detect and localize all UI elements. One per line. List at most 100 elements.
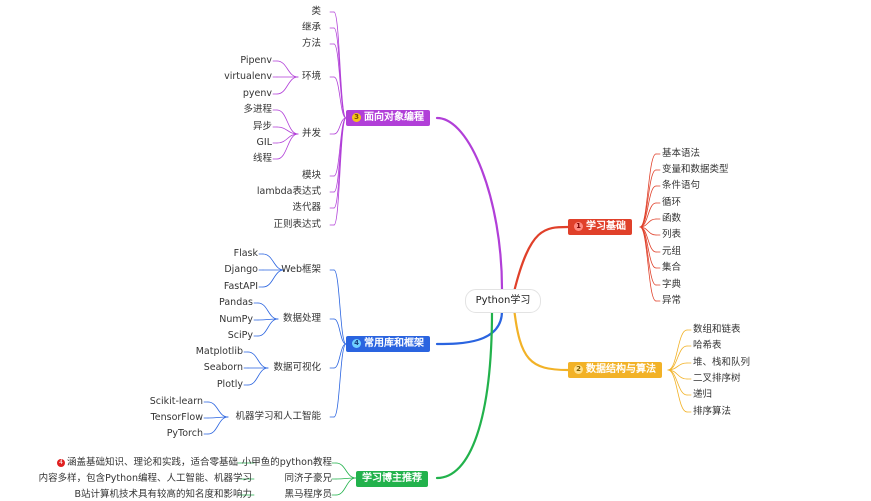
priority-4-icon: 4 — [352, 339, 361, 348]
data-pandas[interactable]: Pandas — [219, 297, 253, 308]
env-pipenv[interactable]: Pipenv — [240, 55, 272, 66]
ds-item[interactable]: 二叉排序树 — [693, 373, 741, 384]
connector-oop — [333, 117, 347, 193]
viz-seaborn[interactable]: Seaborn — [203, 362, 243, 373]
oop-iterator[interactable]: 迭代器 — [292, 202, 321, 213]
branch-recommend-label: 学习博主推荐 — [362, 473, 422, 484]
connector-ml — [207, 401, 229, 418]
ml-tensorflow[interactable]: TensorFlow — [150, 412, 203, 423]
env-pyenv[interactable]: pyenv — [242, 88, 272, 99]
ds-item[interactable]: 数组和链表 — [693, 324, 741, 335]
basics-item[interactable]: 函数 — [662, 213, 682, 224]
connector-basics — [639, 226, 657, 302]
ml-sklearn[interactable]: Scikit-learn — [149, 396, 203, 407]
rec-blogger-2[interactable]: 同济子豪兄 — [284, 473, 332, 484]
branch-basics-label: 学习基础 — [586, 221, 626, 232]
oop-env[interactable]: 环境 — [301, 71, 321, 82]
oop-regex[interactable]: 正则表达式 — [273, 219, 321, 230]
basics-item[interactable]: 列表 — [662, 229, 682, 240]
connector-oop — [333, 11, 347, 119]
oop-method[interactable]: 方法 — [301, 38, 321, 49]
basics-item[interactable]: 循环 — [662, 197, 682, 208]
data-scipy[interactable]: SciPy — [227, 330, 253, 341]
oop-module[interactable]: 模块 — [301, 170, 321, 181]
libs-ml[interactable]: 机器学习和人工智能 — [235, 411, 321, 422]
connector-viz — [247, 351, 269, 369]
ds-item[interactable]: 递归 — [693, 389, 713, 400]
oop-concurrency[interactable]: 并发 — [301, 128, 321, 139]
trunk-recommend — [435, 309, 494, 480]
connector-oop — [333, 27, 347, 119]
web-django[interactable]: Django — [224, 264, 258, 275]
libs-web[interactable]: Web框架 — [281, 264, 321, 275]
connector-web — [262, 253, 285, 271]
connector-env — [276, 60, 299, 78]
connector-basics — [639, 185, 657, 228]
ds-item[interactable]: 排序算法 — [693, 406, 732, 417]
basics-item[interactable]: 异常 — [662, 295, 682, 306]
oop-class[interactable]: 类 — [311, 6, 321, 17]
branch-libs-label: 常用库和框架 — [364, 338, 424, 349]
connector-web — [262, 269, 285, 288]
connector-concurrency — [276, 109, 299, 135]
connector-ds — [667, 329, 688, 371]
root-node[interactable]: Python学习 — [465, 289, 541, 313]
env-virtualenv[interactable]: virtualenv — [224, 71, 272, 82]
branch-recommend[interactable]: 学习博主推荐 — [356, 471, 428, 487]
connector-env — [276, 76, 299, 95]
connector-concurrency — [276, 126, 299, 135]
connector-libs — [333, 318, 347, 345]
oop-lambda[interactable]: lambda表达式 — [256, 186, 321, 197]
web-fastapi[interactable]: FastAPI — [223, 281, 258, 292]
conc-thread[interactable]: 线程 — [252, 153, 272, 164]
trunk-ds — [512, 306, 570, 372]
trunk-basics — [512, 225, 570, 294]
basics-item[interactable]: 基本语法 — [662, 148, 701, 159]
web-flask[interactable]: Flask — [233, 248, 258, 259]
basics-item[interactable]: 元组 — [662, 246, 682, 257]
ml-pytorch[interactable]: PyTorch — [166, 428, 203, 439]
ds-item[interactable]: 堆、栈和队列 — [693, 357, 751, 368]
oop-inherit[interactable]: 继承 — [301, 22, 321, 33]
priority-1-icon: 1 — [574, 222, 583, 231]
connector-data — [257, 318, 279, 337]
branch-oop-label: 面向对象编程 — [364, 112, 424, 123]
priority-3-icon: 3 — [352, 113, 361, 122]
libs-data[interactable]: 数据处理 — [282, 313, 321, 324]
connector-rec — [335, 477, 357, 496]
conc-gil[interactable]: GIL — [256, 137, 272, 148]
rec-blogger-3[interactable]: 黑马程序员 — [284, 489, 332, 500]
viz-plotly[interactable]: Plotly — [216, 379, 243, 390]
libs-viz[interactable]: 数据可视化 — [273, 362, 321, 373]
connector-ds — [667, 345, 688, 371]
ds-item[interactable]: 哈希表 — [693, 340, 722, 351]
rec-blogger-1[interactable]: 小甲鱼的python教程 — [241, 457, 332, 468]
basics-item[interactable]: 变量和数据类型 — [662, 164, 729, 175]
viz-matplotlib[interactable]: Matplotlib — [195, 346, 243, 357]
rec-blogger-2-desc[interactable]: 内容多样，包含Python编程、人工智能、机器学习 — [38, 473, 252, 484]
conc-async[interactable]: 异步 — [252, 121, 272, 132]
connector-oop — [333, 117, 347, 209]
connector-basics — [639, 218, 657, 228]
basics-item[interactable]: 集合 — [662, 262, 682, 273]
connector-viz — [247, 367, 269, 386]
conc-multiprocess[interactable]: 多进程 — [243, 104, 272, 115]
basics-item[interactable]: 字典 — [662, 279, 682, 290]
connector-oop — [333, 43, 347, 119]
connector-libs — [333, 343, 347, 418]
rec-blogger-3-desc[interactable]: B站计算机技术具有较高的知名度和影响力 — [74, 489, 252, 500]
connector-ml — [207, 416, 229, 435]
basics-item[interactable]: 条件语句 — [662, 180, 701, 191]
data-numpy[interactable]: NumPy — [219, 314, 253, 325]
connector-ds — [667, 362, 688, 371]
trunk-oop — [435, 116, 504, 291]
connector-basics — [639, 202, 657, 228]
priority-icon: 4 — [56, 459, 65, 467]
connector-oop — [333, 76, 347, 119]
